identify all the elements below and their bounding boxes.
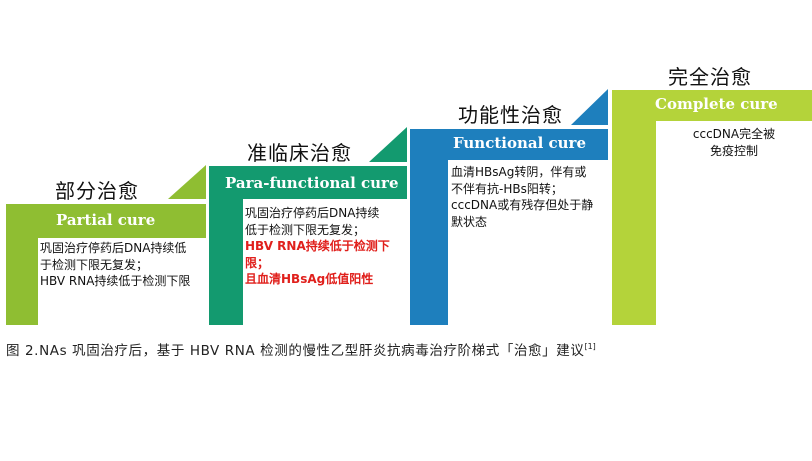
step-3-line: 不伴有抗-HBs阳转； — [451, 181, 563, 196]
step-1-title: 部分治愈 — [55, 179, 139, 203]
step-1-line: HBV RNA持续低于检测下限 — [40, 274, 191, 288]
step-4-line: 免疫控制 — [709, 143, 758, 158]
step-2-block: Para-functional cure 巩固治疗停药后DNA持续 低于检测下限… — [209, 166, 407, 325]
step-4-title: 完全治愈 — [668, 65, 752, 89]
figure-caption-text: 图 2.NAs 巩固治疗后，基于 HBV RNA 检测的慢性乙型肝炎抗病毒治疗阶… — [6, 343, 585, 359]
step-3-description: 血清HBsAg转阴，伴有或 不伴有抗-HBs阳转； cccDNA或有残存但处于静… — [448, 160, 608, 325]
step-3-wedge-shape — [571, 89, 608, 125]
figure-caption: 图 2.NAs 巩固治疗后，基于 HBV RNA 检测的慢性乙型肝炎抗病毒治疗阶… — [6, 339, 596, 359]
step-3-line: 默状态 — [451, 214, 488, 229]
step-2-label: Para-functional cure — [225, 174, 399, 192]
step-4-line: cccDNA完全被 — [692, 127, 776, 141]
step-1-label: Partial cure — [56, 211, 156, 229]
step-3-block: Functional cure 血清HBsAg转阴，伴有或 不伴有抗-HBs阳转… — [410, 129, 608, 325]
step-4-label: Complete cure — [655, 95, 778, 113]
step-2-line-highlight: 限； — [245, 255, 270, 270]
figure-caption-reference: [1] — [584, 342, 596, 351]
step-1-line: 于检测下限无复发； — [40, 257, 149, 272]
step-1-wedge — [168, 165, 206, 199]
step-3-line: cccDNA或有残存但处于静 — [451, 198, 594, 212]
step-2-line: 巩固治疗停药后DNA持续 — [245, 206, 380, 220]
step-2-line-highlight: HBV RNA持续低于检测下 — [245, 239, 390, 253]
step-4-description: cccDNA完全被 免疫控制 — [656, 121, 812, 325]
step-3-line: 血清HBsAg转阴，伴有或 — [451, 165, 587, 179]
step-2-line: 低于检测下限无复发； — [245, 222, 366, 237]
step-1-description: 巩固治疗停药后DNA持续低 于检测下限无复发； HBV RNA持续低于检测下限 — [38, 238, 206, 325]
step-2-line-highlight: 且血清HBsAg低值阳性 — [245, 272, 374, 286]
step-4-block: Complete cure cccDNA完全被 免疫控制 — [612, 90, 812, 325]
step-3-label: Functional cure — [453, 134, 586, 152]
step-3-title: 功能性治愈 — [458, 103, 563, 127]
step-2-title: 准临床治愈 — [247, 141, 352, 165]
step-3-wedge — [571, 89, 608, 125]
step-1-wedge-shape — [168, 165, 206, 199]
step-1-block: Partial cure 巩固治疗停药后DNA持续低 于检测下限无复发； HBV… — [6, 204, 206, 325]
step-2-description: 巩固治疗停药后DNA持续 低于检测下限无复发； HBV RNA持续低于检测下 限… — [243, 199, 407, 325]
step-1-line: 巩固治疗停药后DNA持续低 — [40, 241, 187, 255]
step-2-wedge-shape — [369, 127, 407, 162]
step-2-wedge — [369, 127, 407, 162]
